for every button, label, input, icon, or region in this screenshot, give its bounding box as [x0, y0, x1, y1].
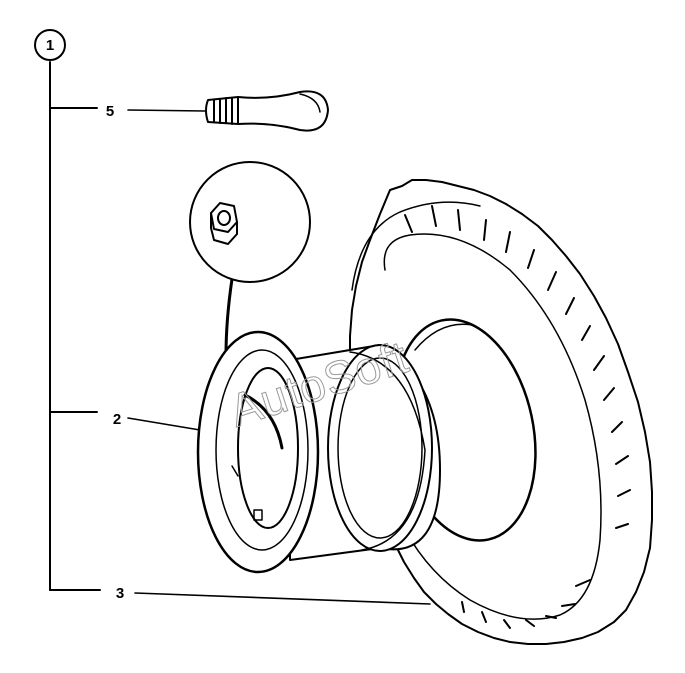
callout-rim: 2	[113, 411, 121, 428]
rim-drawing	[196, 330, 441, 574]
callout-valve: 5	[106, 103, 114, 120]
svg-text:1: 1	[46, 37, 54, 54]
assembly-bracket	[49, 61, 101, 591]
assembly-callout: 1	[34, 29, 66, 61]
callout-tire: 3	[116, 585, 124, 602]
valve-stem-drawing	[205, 90, 329, 132]
nut-detail-drawing	[189, 161, 311, 457]
